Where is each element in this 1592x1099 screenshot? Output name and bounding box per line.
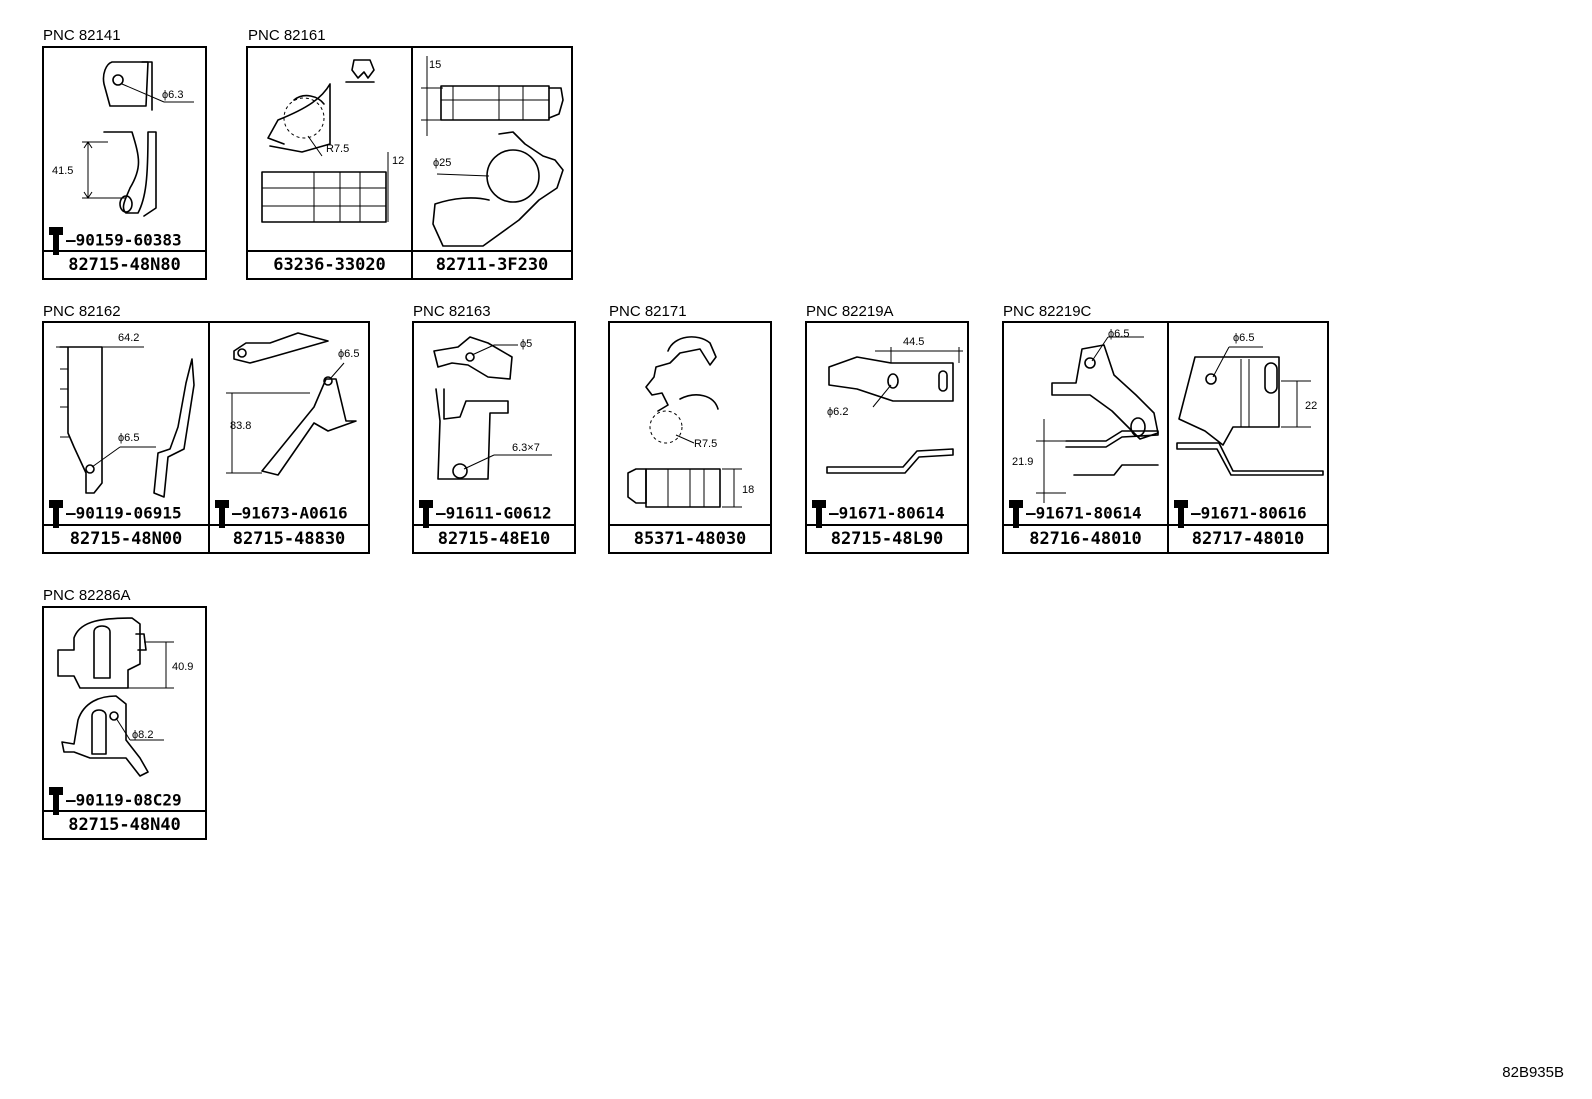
part-number: 82717-48010 <box>1169 524 1327 552</box>
bolt-callout: —91671-80616 <box>1173 499 1307 529</box>
dimension-label: 64.2 <box>118 332 139 344</box>
dimension-label: ϕ5 <box>520 338 532 350</box>
part-box: ϕ6.3 41.5 —90159-60383 82715-48N80 <box>42 46 207 280</box>
drawing-reference: 82B935B <box>1502 1064 1564 1081</box>
bracket-drawing: ϕ6.3 41.5 <box>44 48 205 248</box>
bolt-icon <box>812 500 826 528</box>
part-number: 82715-48N40 <box>44 810 205 838</box>
bracket-drawing: 44.5 ϕ6.2 <box>807 323 967 523</box>
part-box: ϕ6.5 21.9 —91671-80614 82716-48010 <box>1002 321 1329 554</box>
bracket-drawing: ϕ6.5 83.8 <box>210 323 370 523</box>
bolt-icon <box>1174 500 1188 528</box>
pnc-label: PNC 82171 <box>609 303 687 320</box>
bolt-icon <box>49 787 63 815</box>
part-cell[interactable]: ϕ6.3 41.5 —90159-60383 82715-48N80 <box>44 48 205 278</box>
part-number: 82715-48E10 <box>414 524 574 552</box>
bolt-part-number: —91671-80614 <box>1026 503 1142 523</box>
part-number: 82716-48010 <box>1004 524 1167 552</box>
dimension-label: ϕ6.5 <box>338 348 359 360</box>
part-cell[interactable]: ϕ6.5 83.8 —91673-A0616 82715-48830 <box>208 323 368 552</box>
pnc-label: PNC 82162 <box>43 303 121 320</box>
bolt-icon <box>419 500 433 528</box>
part-cell[interactable]: 44.5 ϕ6.2 —91671-80614 82715-48L90 <box>807 323 967 552</box>
dimension-label: 22 <box>1305 400 1317 412</box>
part-box: R7.5 12 63236-33020 15 ϕ25 <box>246 46 573 280</box>
part-number: 82715-48N00 <box>44 524 208 552</box>
dimension-label: 12 <box>392 155 404 167</box>
bolt-icon <box>49 500 63 528</box>
dimension-label: 41.5 <box>52 165 73 177</box>
dimension-label: ϕ25 <box>433 157 451 169</box>
bolt-part-number: —90119-08C29 <box>66 790 182 810</box>
dimension-label: ϕ6.2 <box>827 406 848 418</box>
dimension-label: ϕ6.3 <box>162 89 183 101</box>
bolt-part-number: —90159-60383 <box>66 230 182 250</box>
clamp-drawing: R7.5 12 <box>248 48 411 248</box>
dimension-label: 15 <box>429 59 441 71</box>
part-box: ϕ5 6.3×7 —91611-G0612 82715-48E10 <box>412 321 576 554</box>
bracket-drawing: 40.9 ϕ8.2 <box>44 608 205 808</box>
bolt-icon <box>1009 500 1023 528</box>
bolt-callout: —91671-80614 <box>1008 499 1142 529</box>
bolt-callout: —90119-06915 <box>48 499 182 529</box>
dimension-label: 83.8 <box>230 420 251 432</box>
clip-drawing: 15 ϕ25 <box>413 48 573 248</box>
bolt-callout: —91673-A0616 <box>214 499 348 529</box>
part-cell[interactable]: ϕ6.5 21.9 —91671-80614 82716-48010 <box>1004 323 1167 552</box>
part-number: 63236-33020 <box>248 250 411 278</box>
pnc-label: PNC 82286A <box>43 587 131 604</box>
part-cell[interactable]: 15 ϕ25 82711-3F230 <box>411 48 571 278</box>
dimension-label: 18 <box>742 484 754 496</box>
pnc-label: PNC 82219C <box>1003 303 1092 320</box>
bolt-callout: —91671-80614 <box>811 499 945 529</box>
bolt-callout: —91611-G0612 <box>418 499 552 529</box>
bolt-callout: —90159-60383 <box>48 226 182 256</box>
part-cell[interactable]: ϕ5 6.3×7 —91611-G0612 82715-48E10 <box>414 323 574 552</box>
bolt-part-number: —91671-80614 <box>829 503 945 523</box>
pnc-label: PNC 82163 <box>413 303 491 320</box>
part-number: 82711-3F230 <box>413 250 571 278</box>
dimension-label: 44.5 <box>903 336 924 348</box>
bolt-part-number: —91673-A0616 <box>232 503 348 523</box>
dimension-label: ϕ8.2 <box>132 729 153 741</box>
part-cell[interactable]: ϕ6.5 22 —91671-80616 82717-48010 <box>1167 323 1327 552</box>
bolt-part-number: —91671-80616 <box>1191 503 1307 523</box>
bracket-drawing: 64.2 ϕ6.5 <box>44 323 208 523</box>
part-cell[interactable]: 64.2 ϕ6.5 —90119-06915 82715-48N00 <box>44 323 208 552</box>
part-box: 64.2 ϕ6.5 —90119-06915 82715-48N00 ϕ6 <box>42 321 370 554</box>
bolt-part-number: —90119-06915 <box>66 503 182 523</box>
part-number: 82715-48830 <box>210 524 368 552</box>
dimension-label: R7.5 <box>694 438 717 450</box>
part-number: 85371-48030 <box>610 524 770 552</box>
pnc-label: PNC 82141 <box>43 27 121 44</box>
bolt-part-number: —91611-G0612 <box>436 503 552 523</box>
part-box: R7.5 18 85371-48030 <box>608 321 772 554</box>
dimension-label: 21.9 <box>1012 456 1033 468</box>
bolt-icon <box>215 500 229 528</box>
bracket-drawing: ϕ6.5 22 <box>1169 323 1329 523</box>
dimension-label: 40.9 <box>172 661 193 673</box>
dimension-label: 6.3×7 <box>512 442 540 454</box>
part-cell[interactable]: R7.5 18 85371-48030 <box>610 323 770 552</box>
bracket-drawing: ϕ5 6.3×7 <box>414 323 574 523</box>
bolt-icon <box>49 227 63 255</box>
part-number: 82715-48L90 <box>807 524 967 552</box>
clip-drawing: R7.5 18 <box>610 323 770 523</box>
dimension-label: ϕ6.5 <box>1233 332 1254 344</box>
part-number: 82715-48N80 <box>44 250 205 278</box>
bracket-drawing: ϕ6.5 21.9 <box>1004 323 1167 523</box>
dimension-label: R7.5 <box>326 143 349 155</box>
part-cell[interactable]: R7.5 12 63236-33020 <box>248 48 411 278</box>
part-box: 44.5 ϕ6.2 —91671-80614 82715-48L90 <box>805 321 969 554</box>
bolt-callout: —90119-08C29 <box>48 786 182 816</box>
part-cell[interactable]: 40.9 ϕ8.2 —90119-08C29 82715-48N40 <box>44 608 205 838</box>
part-box: 40.9 ϕ8.2 —90119-08C29 82715-48N40 <box>42 606 207 840</box>
dimension-label: ϕ6.5 <box>1108 328 1129 340</box>
dimension-label: ϕ6.5 <box>118 432 139 444</box>
pnc-label: PNC 82161 <box>248 27 326 44</box>
pnc-label: PNC 82219A <box>806 303 894 320</box>
